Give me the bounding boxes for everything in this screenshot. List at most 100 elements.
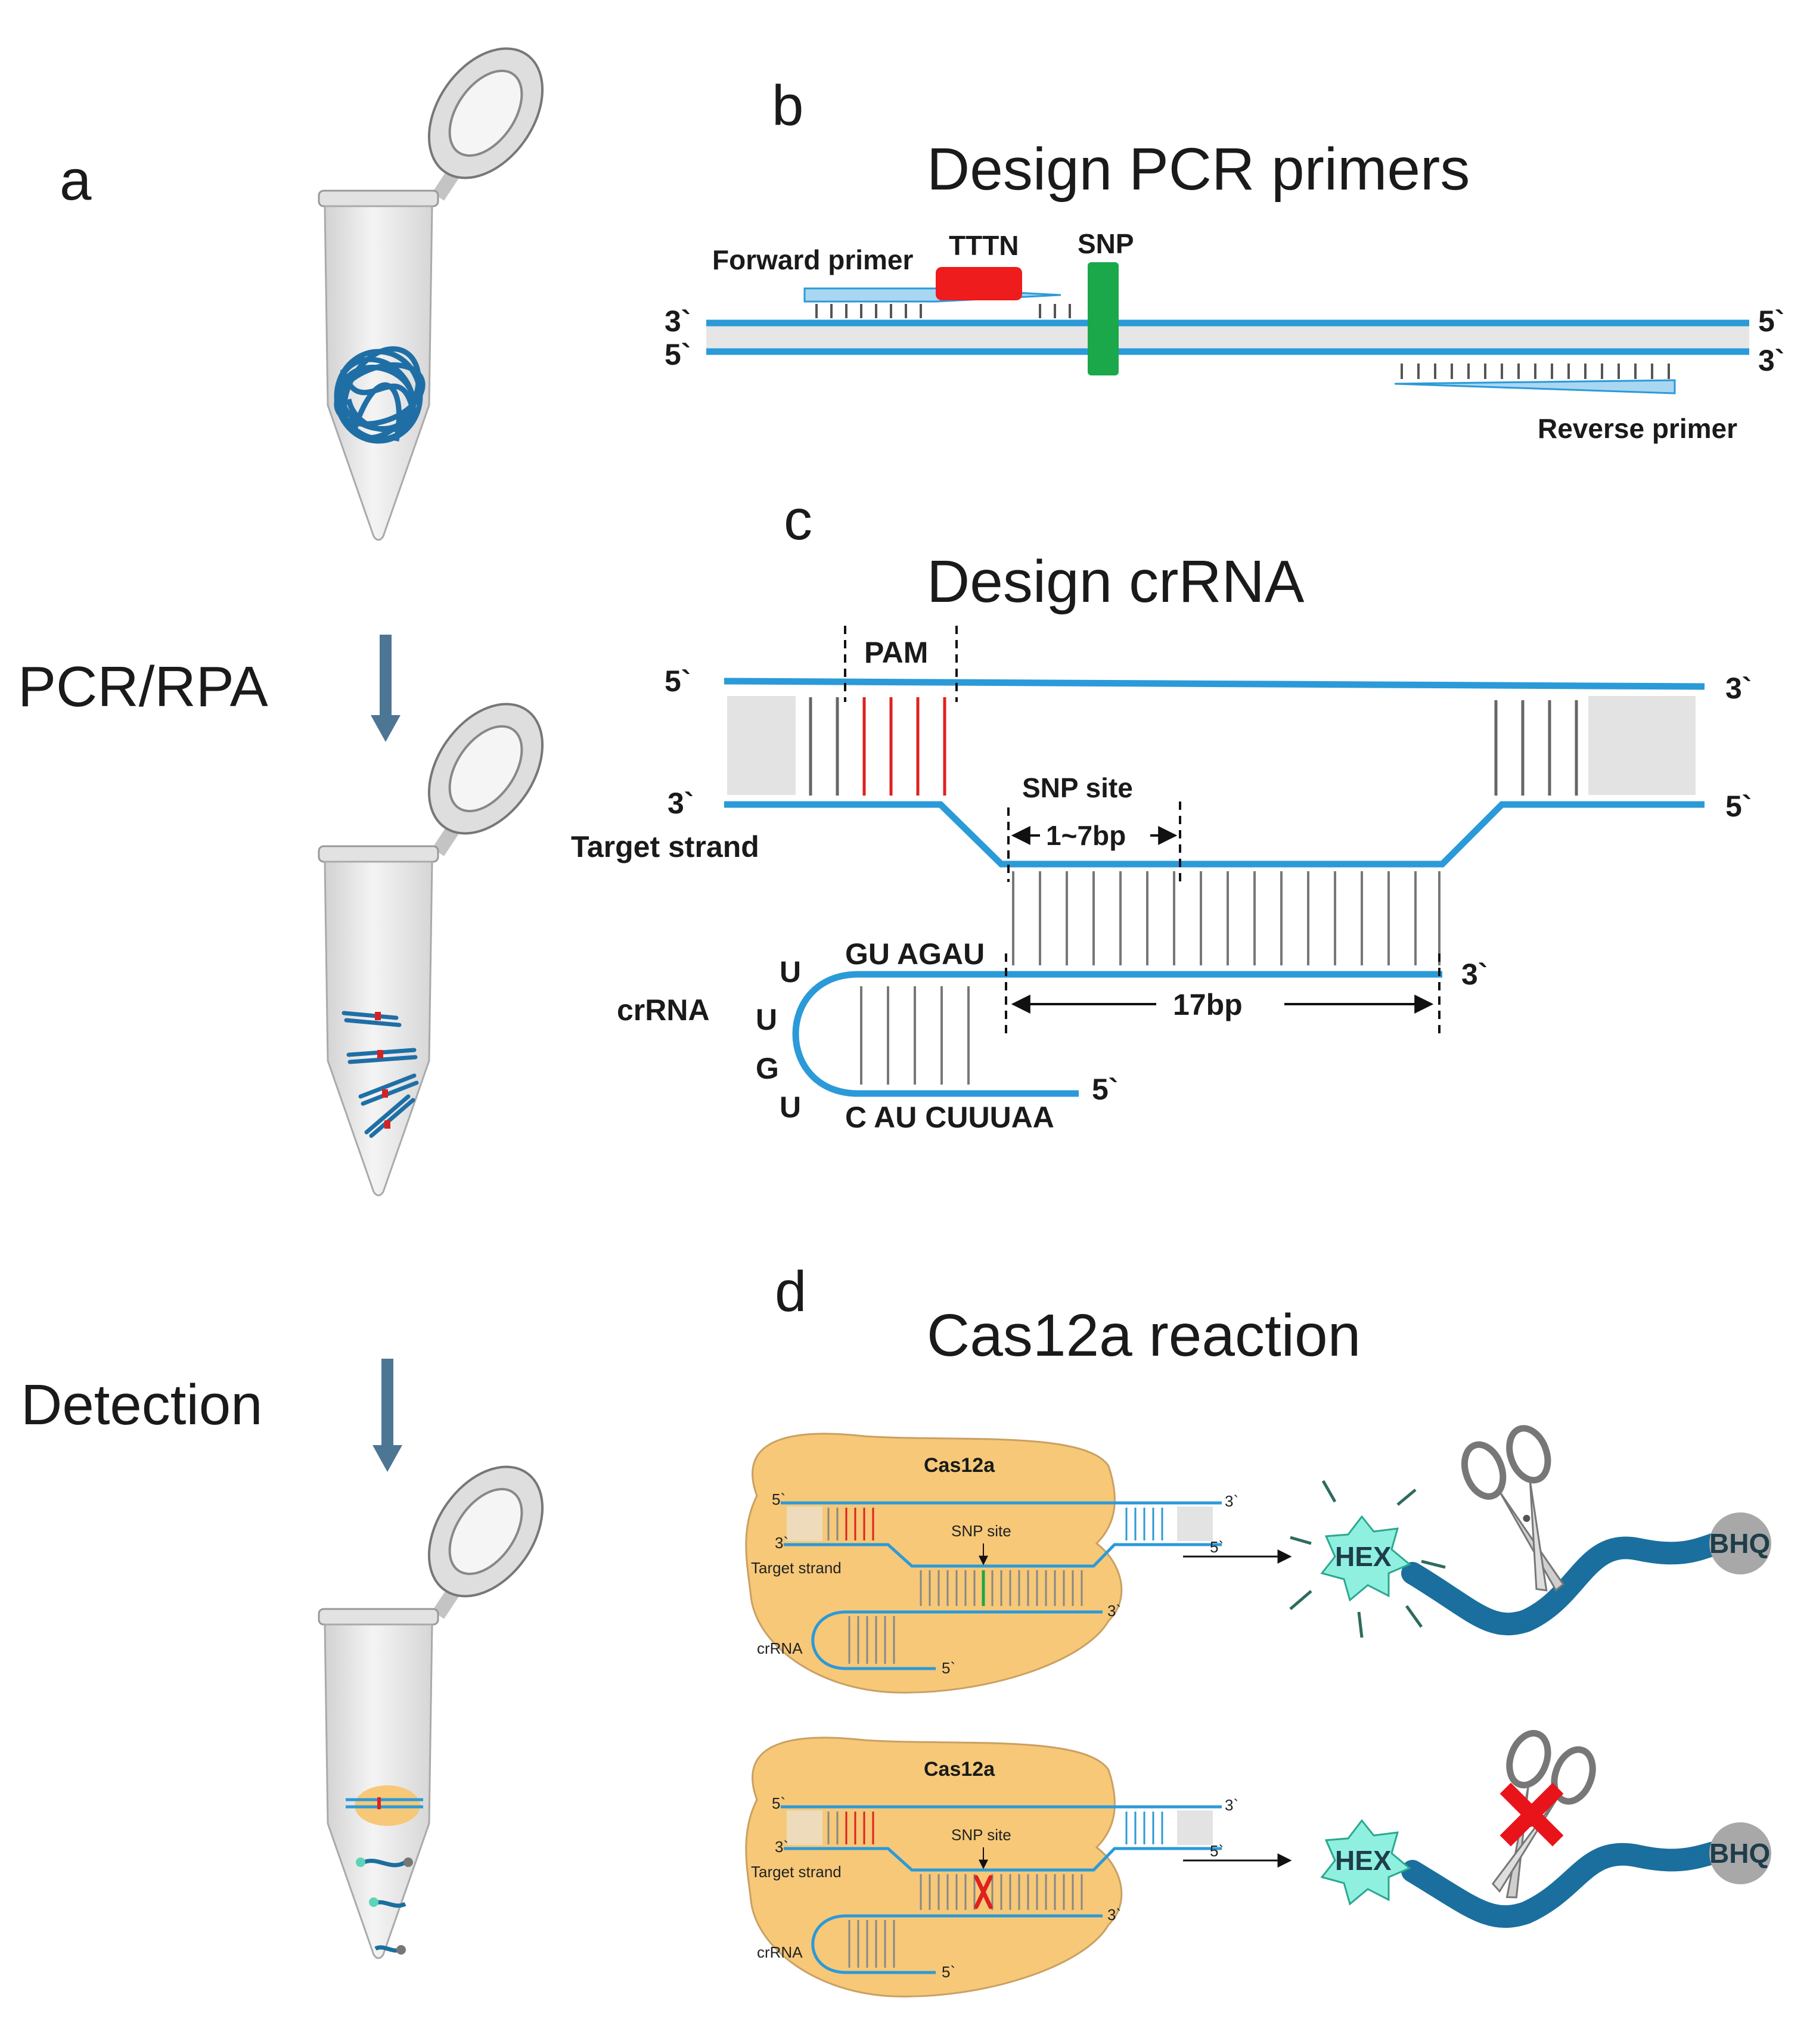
duplex-block-right [1588,696,1696,795]
mini-dna [346,1798,423,1809]
forward-primer-bonds [815,304,1071,318]
cas12a-complex-mismatched: Cas12a [745,1737,1238,1998]
target-3-end: 3` [775,1534,788,1552]
step-detection-label: Detection [21,1373,263,1437]
reporter-intact: HEX BHQ [1320,1730,1771,1928]
non-target-strand [724,678,1705,690]
bottom-left-end: 5` [665,338,691,371]
length-label: 17bp [1173,988,1243,1021]
target-strand [724,801,1705,868]
mismatch-x-icon [974,1875,993,1909]
arrow-down-icon [372,1359,402,1472]
tube-amplified-dna [319,683,566,1195]
target-strand [784,1543,1222,1568]
cas12a-label: Cas12a [924,1454,995,1477]
crrna-3-end: 3` [1461,958,1488,991]
dna-duplex-fill [706,323,1749,352]
hex-fluorophore [1320,1515,1411,1602]
snp-marker [1088,262,1119,375]
crrna-label: crRNA [757,1639,803,1657]
panel-d-title: Cas12a reaction [927,1302,1361,1369]
panel-b: b Design PCR primers 3` 5` 5` 3` TTTN Fo… [665,74,1784,444]
target-strand-label: Target strand [751,1559,842,1577]
hex-label: HEX [1335,1845,1392,1876]
top-right-end: 5` [1758,305,1784,338]
loop-base-u2: U [756,1003,777,1036]
panel-d: d Cas12a reaction Cas12a [745,1260,1771,1998]
panel-d-letter: d [775,1260,806,1324]
blocked-x-icon [1500,1782,1564,1847]
reverse-primer [1394,379,1676,394]
crrna [811,1610,1103,1670]
snp-marks [375,1012,390,1129]
panel-a-letter: a [60,148,92,212]
hex-fluorophore [1320,1819,1411,1906]
reverse-primer-label: Reverse primer [1538,413,1737,444]
reporter-strand [1401,1841,1728,1928]
crrna-strand [792,971,1442,1097]
forward-primer-label: Forward primer [712,244,914,275]
crrna-3-end: 3` [1107,1906,1121,1924]
snp-site-label: SNP site [951,1522,1011,1540]
crrna-5-end: 5` [942,1659,955,1677]
bhq-label: BHQ [1709,1528,1770,1559]
snp-label: SNP [1078,228,1134,259]
scissors-icon [1461,1425,1564,1592]
cas12a-protein [745,1433,1123,1694]
tube-cas12a-reaction [319,1446,566,1958]
forward-primer [803,287,1061,303]
bhq-label: BHQ [1709,1838,1770,1869]
step-pcr-rpa-label: PCR/RPA [18,655,268,719]
loop-base-u1: U [780,955,801,989]
panel-c-title: Design crRNA [927,548,1305,615]
snp-site-label: SNP site [1022,772,1133,803]
crrna-5-end: 5` [942,1963,955,1981]
panel-c: c Design crRNA 5` 3` 3` 5` Target strand [571,488,1752,1134]
pam-label: PAM [864,636,928,669]
genomic-dna-tangle [334,346,426,444]
tttn-box [936,267,1022,300]
target-5-end: 5` [1210,1842,1224,1860]
top-5-end: 5` [772,1490,786,1508]
top-left-end: 3` [665,305,691,338]
reporter-strand [1401,1532,1728,1636]
loop-base-g: G [756,1052,779,1085]
top-3-end: 3` [1225,1492,1238,1510]
crrna-label: crRNA [757,1943,803,1961]
snp-site-bracket [1007,802,1181,882]
cas12a-complex-matched: Cas12a [745,1433,1238,1694]
cas12a-label: Cas12a [924,1758,995,1781]
crrna-label: crRNA [617,993,710,1027]
crrna-seq-bottom: C AU CUUUAA [845,1101,1054,1134]
crrna [811,1914,1103,1974]
target-strand-label: Target strand [751,1863,842,1881]
spacer-bonds [1012,871,1441,965]
tube-genomic-dna [319,27,566,540]
cas12a-protein [745,1737,1123,1998]
panel-b-title: Design PCR primers [927,136,1470,203]
top-3-end: 3` [1225,1796,1238,1814]
top-5-end: 5` [772,1794,786,1812]
duplex-block-left [727,696,796,795]
target-5-end: 5` [1210,1538,1224,1556]
arrow-down-icon [371,635,401,742]
target-strand-3-end: 3` [668,787,694,820]
crrna-5-end: 5` [1092,1073,1118,1106]
snp-site-label: SNP site [951,1826,1011,1844]
tttn-label: TTTN [949,230,1019,261]
bhq-quencher [1709,1822,1771,1884]
crrna-stem-bonds [860,986,970,1085]
reporter-cleaved: HEX BHQ [1289,1425,1771,1638]
reverse-primer-bonds [1401,364,1670,379]
duplex-bonds-right [1494,700,1578,796]
range-label: 1~7bp [1046,820,1126,851]
top-strand-5-end: 5` [665,664,691,698]
top-strand-3-end: 3` [1725,672,1752,705]
target-strand [784,1847,1222,1872]
crrna-3-end: 3` [1107,1602,1121,1620]
panel-b-letter: b [772,74,803,138]
target-strand-5-end: 5` [1725,790,1752,823]
pam-bonds [862,697,946,796]
pam-bracket [844,626,958,702]
hex-label: HEX [1335,1541,1392,1572]
